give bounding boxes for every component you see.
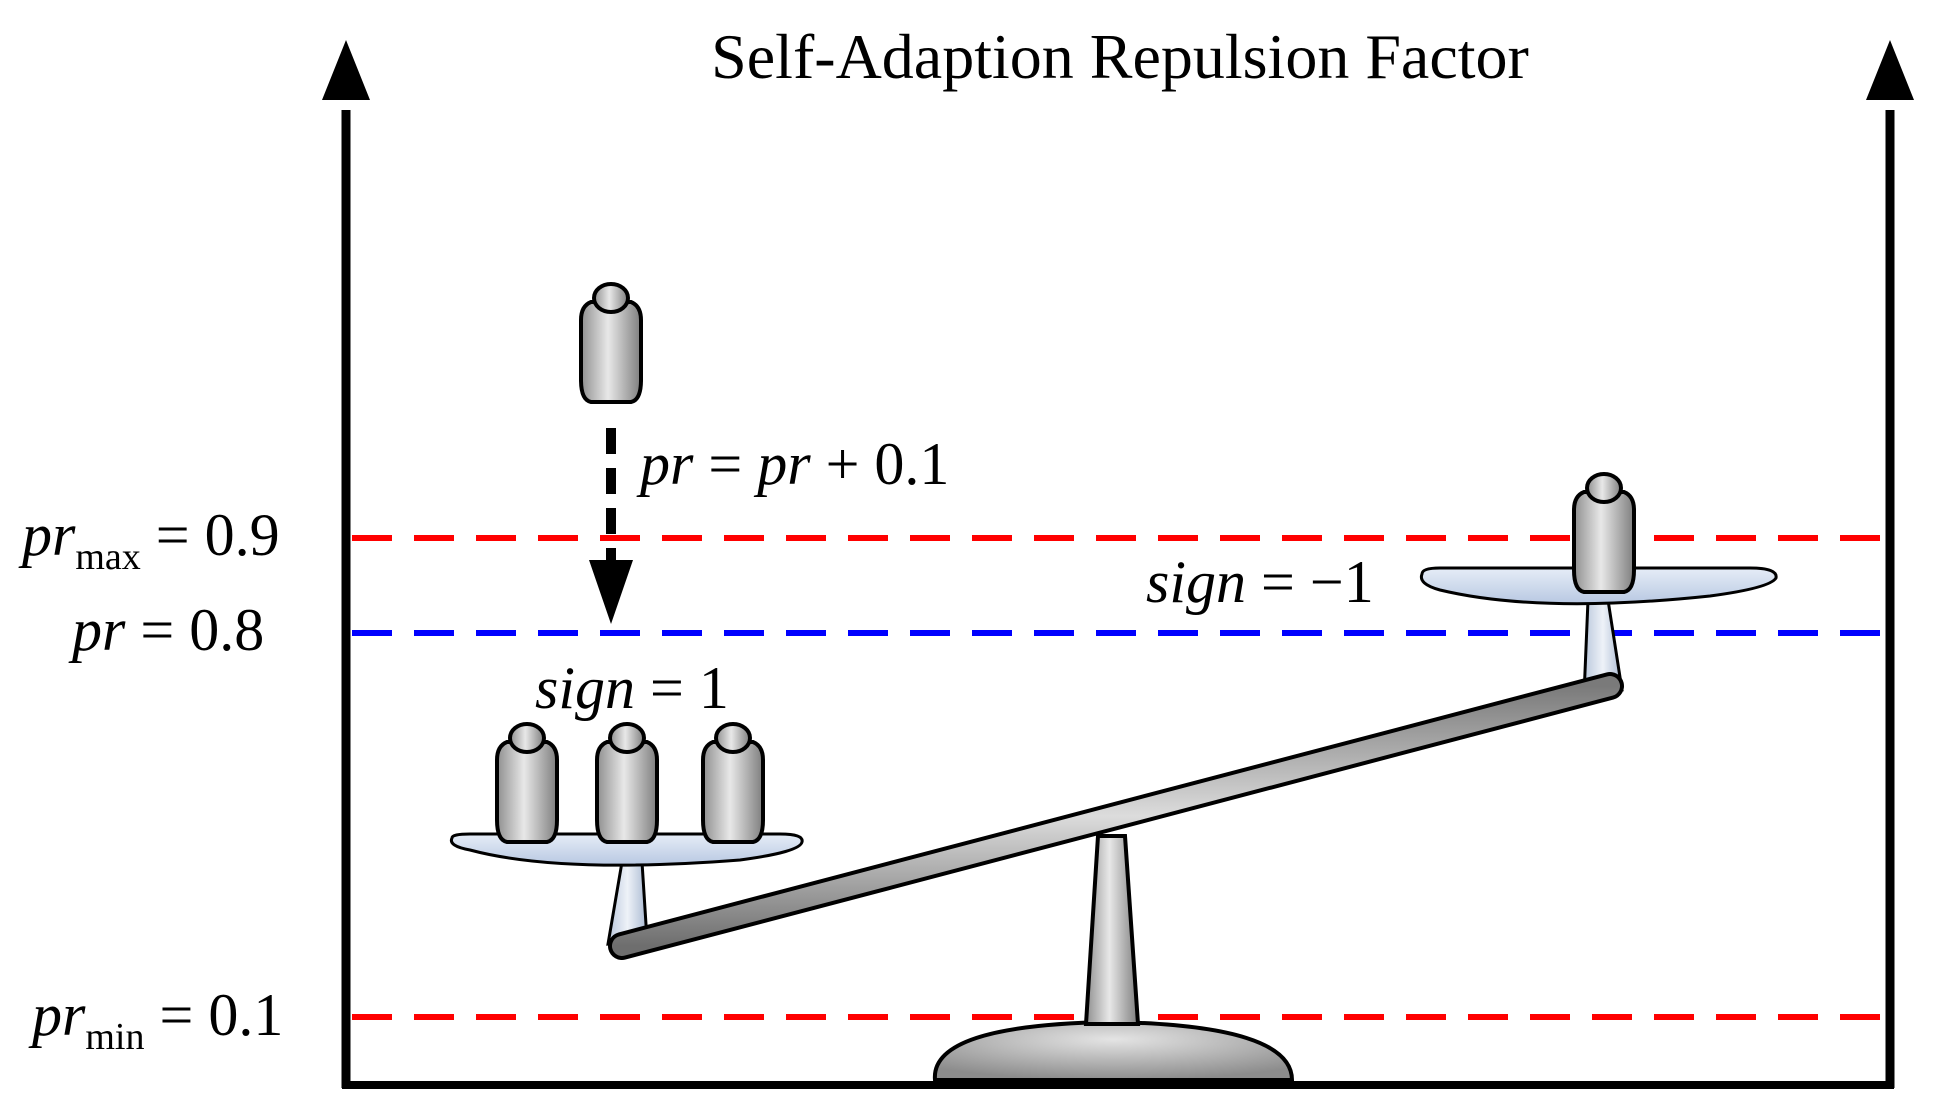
- left-pan-weight-1-icon: [495, 722, 559, 844]
- right-axis-arrow-icon: [1866, 40, 1914, 100]
- update-formula: pr = pr + 0.1: [636, 431, 949, 497]
- sign-right-label: sign = −1: [1146, 549, 1374, 615]
- scale-beam: [612, 676, 1620, 956]
- drop-arrow-head-icon: [589, 560, 633, 624]
- left-pan-weight-2-icon: [595, 722, 659, 844]
- pr-current-label: pr = 0.8: [68, 597, 264, 663]
- right-pan-weight-icon: [1572, 472, 1636, 594]
- scale-base: [932, 1019, 1295, 1082]
- left-axis-arrow-icon: [322, 40, 370, 100]
- pr-min-label: prmin = 0.1: [28, 982, 283, 1058]
- diagram-title: Self-Adaption Repulsion Factor: [711, 21, 1529, 92]
- scale-pillar: [1083, 834, 1141, 1026]
- left-pan-weight-3-icon: [701, 722, 765, 844]
- sign-left-label: sign = 1: [535, 655, 729, 721]
- dropping-weight-icon: [579, 282, 643, 404]
- pr-max-label: prmax = 0.9: [18, 502, 280, 578]
